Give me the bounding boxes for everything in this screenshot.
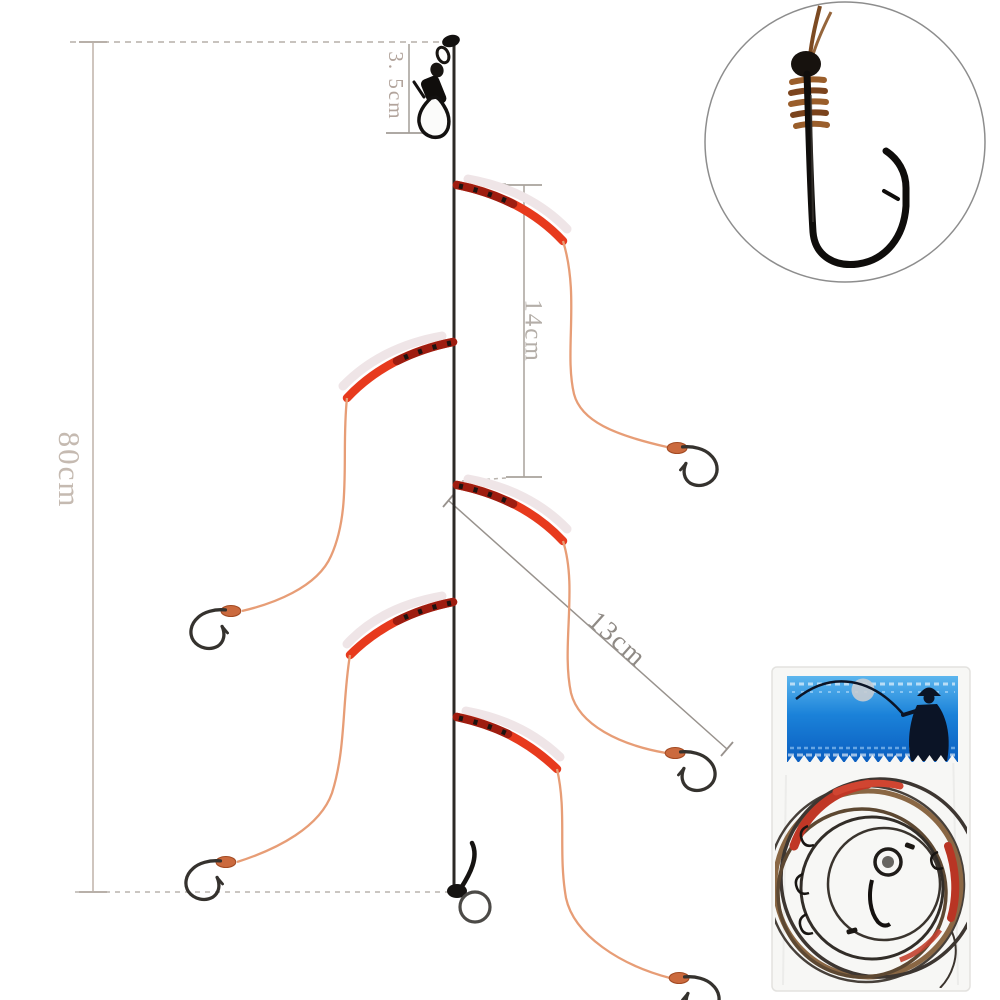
hook-body [803, 70, 910, 269]
dimension-80cm: 80cm [52, 41, 452, 893]
float-sleeve-white [463, 474, 572, 534]
packed-hook [799, 824, 815, 848]
sleeve-knot-marks [458, 183, 517, 208]
float-sleeve-white [461, 706, 565, 762]
bottom-loop [447, 840, 492, 924]
label-branch-length: 13cm [583, 605, 654, 673]
label-swivel-section: 3. 5cm [384, 51, 408, 120]
packed-snap [868, 879, 892, 928]
sleeve-knot-marks [393, 340, 452, 365]
top-knot [442, 34, 460, 48]
branch-line [561, 540, 667, 755]
bottom-knot [447, 884, 467, 898]
branch-line [561, 240, 668, 449]
branch-line [555, 768, 671, 980]
sleeve-knot-marks [458, 483, 517, 508]
packed-hook [930, 850, 944, 871]
knot-head [791, 51, 821, 77]
tag-end [458, 840, 477, 891]
package-photo [771, 666, 971, 992]
dim-line-13cm [448, 500, 728, 750]
packed-hook [798, 912, 814, 936]
hook-closeup-inset [704, 1, 986, 283]
snap-clasp [417, 95, 451, 140]
label-total-length: 80cm [52, 432, 87, 509]
branch-5 [452, 706, 721, 1000]
fishing-hook [665, 440, 719, 488]
swivel-link [435, 45, 451, 65]
branch-line [241, 397, 349, 613]
coiled-rig [775, 777, 967, 988]
label-hook-spacing: 14cm [519, 299, 546, 363]
packed-swivel [873, 847, 903, 877]
fisherman-silhouette-icon [795, 680, 949, 761]
branch-1 [452, 174, 719, 488]
float-sleeve-white [342, 591, 447, 649]
fishing-hook [184, 854, 238, 902]
float-sleeve-white [463, 174, 572, 234]
dimension-3-5cm: 3. 5cm [384, 44, 443, 134]
float-sleeve-white [338, 331, 447, 391]
swivel-bead [430, 62, 444, 78]
leader-line [808, 5, 822, 57]
header-card [787, 676, 959, 763]
branch-line [236, 654, 352, 864]
sleeve-knot-marks [393, 600, 452, 625]
branch-3 [452, 474, 717, 793]
branch-4 [184, 591, 458, 902]
branch-2 [189, 331, 458, 651]
hook-barb [882, 189, 900, 201]
loop-ring [458, 890, 492, 924]
fishing-hook [663, 745, 717, 793]
packed-hook [794, 872, 810, 896]
serrated-edge [787, 755, 959, 763]
snap-swivel [412, 45, 451, 140]
dimension-14cm: 14cm [461, 183, 546, 482]
fishing-hook [189, 603, 243, 651]
main-line [442, 34, 460, 891]
inset-circle [704, 1, 986, 283]
fishing-hook [667, 970, 721, 1000]
